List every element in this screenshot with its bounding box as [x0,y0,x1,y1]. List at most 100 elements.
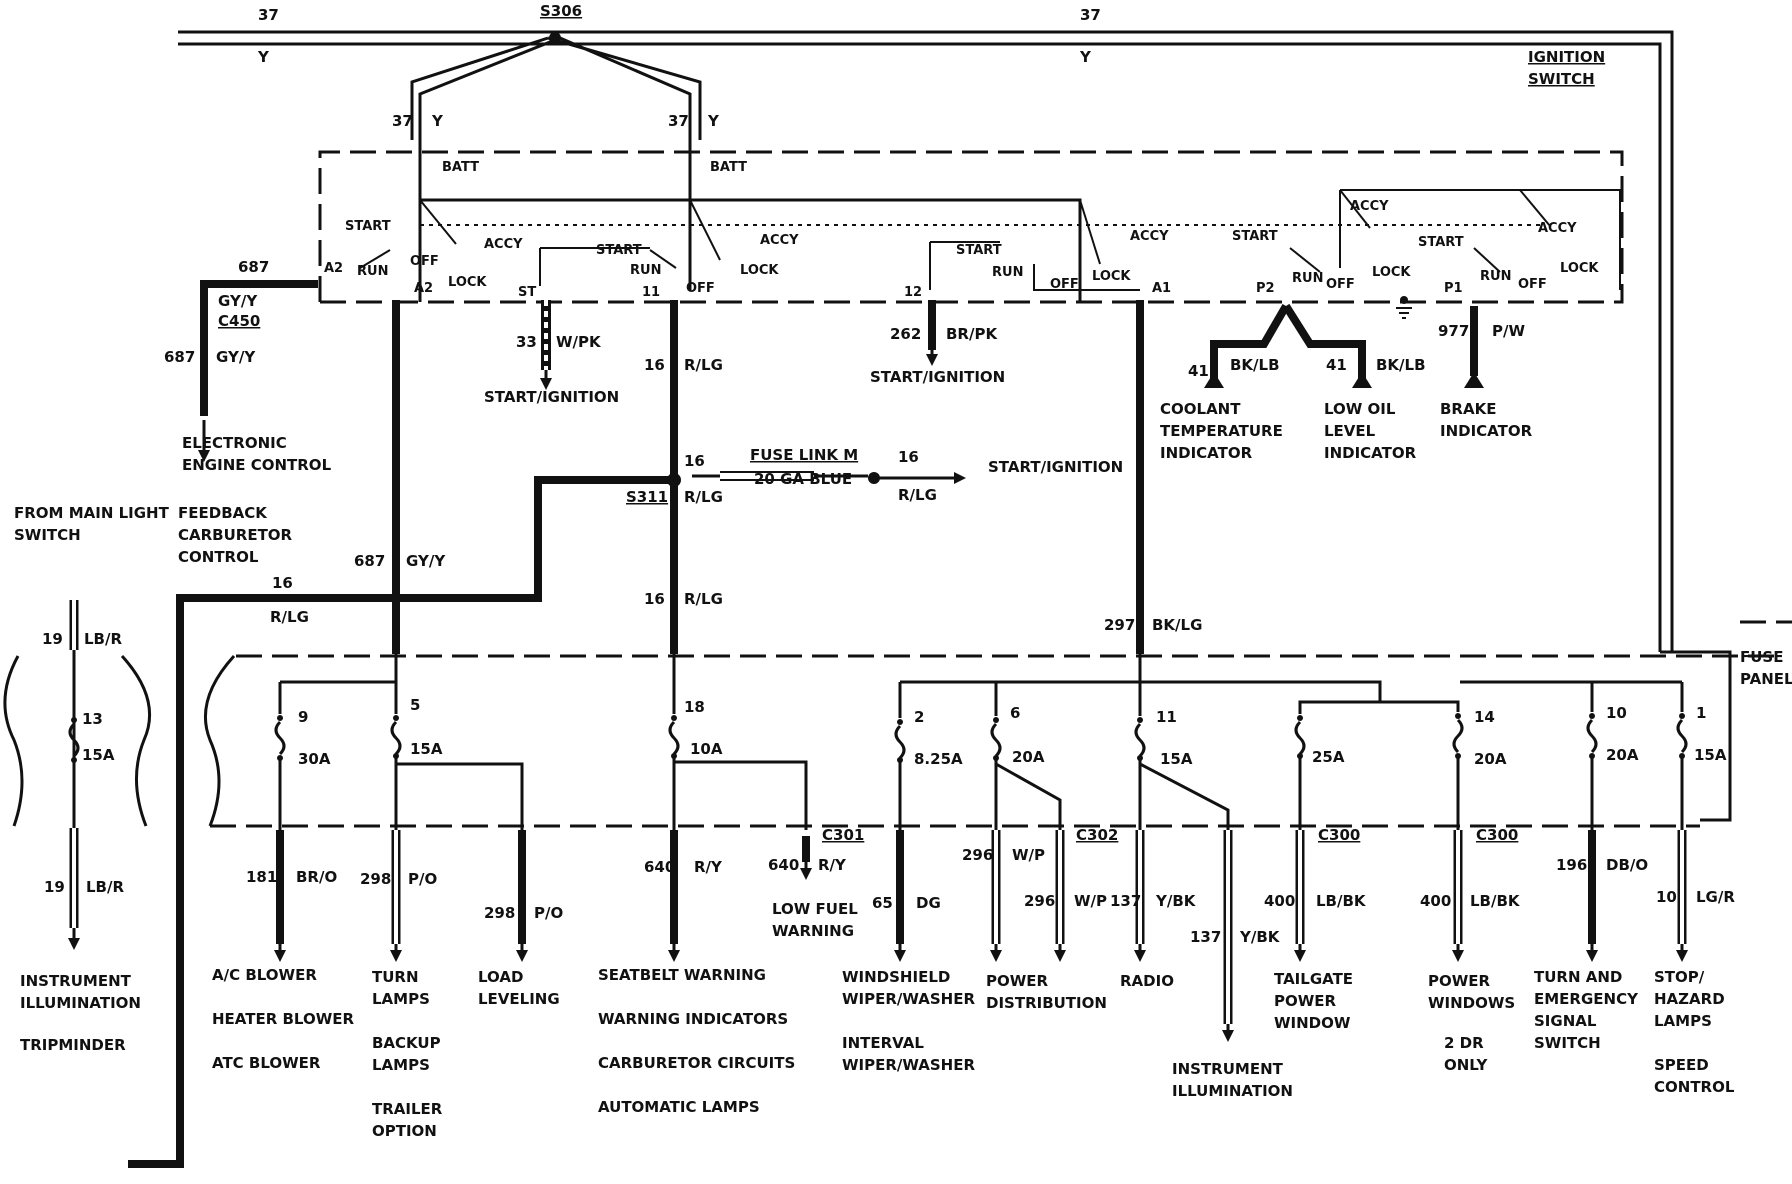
load-radio: RADIO [1120,972,1174,990]
eec-color-2: GY/Y [216,348,256,366]
t12-circuit: 262 [890,325,921,343]
eec-circuit-2: 687 [164,348,195,366]
wire-196-color: DB/O [1606,856,1648,874]
sw4-lock: LOCK [1372,265,1411,280]
fuse-5 [390,690,524,830]
fuse-11 [1134,690,1230,830]
fuselink-in-circuit: 16 [684,452,705,470]
load-fuel-2: WARNING [772,922,854,940]
fuse-1-num: 1 [1696,704,1706,722]
eec-label-1: ELECTRONIC [182,434,287,452]
load-instrument-1: INSTRUMENT [20,972,132,990]
wire-400b-circuit: 400 [1420,892,1451,910]
splice-s311-label: S311 [626,488,668,506]
load-hazard-4: SWITCH [1534,1034,1601,1052]
wire-65-color: DG [916,894,941,912]
brake-label-1: BRAKE [1440,400,1496,418]
load-turn-5: TRAILER [372,1100,443,1118]
load-ac-3: ATC BLOWER [212,1054,321,1072]
load-power-2: DISTRIBUTION [986,994,1107,1012]
coolant-label-1: COOLANT [1160,400,1241,418]
wire-196-circuit: 196 [1556,856,1587,874]
wire-640-color: R/Y [694,858,723,876]
sw2-lock: LOCK [740,263,779,278]
terminal-p1: P1 [1444,281,1463,296]
splice-s306-label: S306 [540,2,582,20]
coolant-circuit: 41 [1188,362,1209,380]
load-wiper-3: INTERVAL [842,1034,924,1052]
load-seatbelt-3: CARBURETOR CIRCUITS [598,1054,795,1072]
mid-687-color: GY/Y [406,552,446,570]
fuse-10 [1586,713,1598,830]
feed-2-terminal: BATT [710,160,747,175]
sw5-lock: LOCK [1560,261,1599,276]
t11-circuit: 16 [644,356,665,374]
feed-1-circuit: 37 [392,112,413,130]
wire-298b-circuit: 298 [484,904,515,922]
fuse-25a [1294,715,1306,830]
terminal-11-off: OFF [686,281,715,296]
st-circuit: 33 [516,333,537,351]
illum-bottom-color: LB/R [86,878,124,896]
fuse-18-num: 18 [684,698,705,716]
load-hazard-2: EMERGENCY [1534,990,1639,1008]
oil-color: BK/LB [1376,356,1426,374]
wire-137-color: Y/BK [1155,892,1197,910]
load-turn-6: OPTION [372,1122,437,1140]
brake-circuit: 977 [1438,322,1469,340]
sw5-accy: ACCY [1538,221,1577,236]
wire-296b-color: W/P [1074,892,1107,910]
ground-symbol [1396,307,1412,319]
eec-label-2: ENGINE CONTROL [182,456,332,474]
fuse-2-amp: 8.25A [914,750,963,768]
load-instrument-2: ILLUMINATION [20,994,141,1012]
fuse-9 [274,690,286,830]
fuse-9-num: 9 [298,708,308,726]
load-tailgate-2: POWER [1274,992,1337,1010]
t11-color: R/LG [684,356,723,374]
wire-296-circuit: 296 [962,846,993,864]
fuse-18-amp: 10A [690,740,723,758]
fuse-10-amp: 20A [1606,746,1639,764]
feed-1-color: Y [431,112,444,130]
fuse-13 [68,717,80,763]
load-windows-1: POWER [1428,972,1491,990]
load-turn-1: TURN [372,968,419,986]
fuse-14-num: 14 [1474,708,1495,726]
sw2-start: START [596,243,642,258]
fuse-panel-label-2: PANEL [1740,670,1792,688]
wire-10-color: LG/R [1696,888,1735,906]
connector-c301: C301 [822,826,864,844]
brake-label-2: INDICATOR [1440,422,1533,440]
load-wiper-2: WIPER/WASHER [842,990,975,1008]
load-illum2-2: ILLUMINATION [1172,1082,1293,1100]
fuse-1-amp: 15A [1694,746,1727,764]
fuse-6-amp: 20A [1012,748,1045,766]
wire-10-circuit: 10 [1656,888,1677,906]
load-stop-1: STOP/ [1654,968,1705,986]
wire-640b-color: R/Y [818,856,847,874]
sw1-lock: LOCK [448,275,487,290]
wire-640b-circuit: 640 [768,856,799,874]
sw1-start: START [345,219,391,234]
fuse-1 [1676,713,1688,830]
load-stop-5: CONTROL [1654,1078,1735,1096]
p1-output [1464,306,1484,388]
mid-wiring [128,300,1144,1168]
load-seatbelt-2: WARNING INDICATORS [598,1010,788,1028]
load-wiper-1: WINDSHIELD [842,968,950,986]
fuse-9-amp: 30A [298,750,331,768]
illum-bottom-circuit: 19 [44,878,65,896]
load-windows-3: 2 DR [1444,1034,1484,1052]
main-light-label-1: FROM MAIN LIGHT [14,504,170,522]
eec-branch [198,280,318,462]
mid-16-color: R/LG [270,608,309,626]
wire-298-color: P/O [408,870,437,888]
terminal-a1: A1 [1152,281,1171,296]
bus-circuit-right: 37 [1080,6,1101,24]
fuselink-name: FUSE LINK M [750,446,858,464]
coolant-label-3: INDICATOR [1160,444,1253,462]
sw3-off: OFF [1050,277,1079,292]
sw4-accy: ACCY [1350,199,1389,214]
